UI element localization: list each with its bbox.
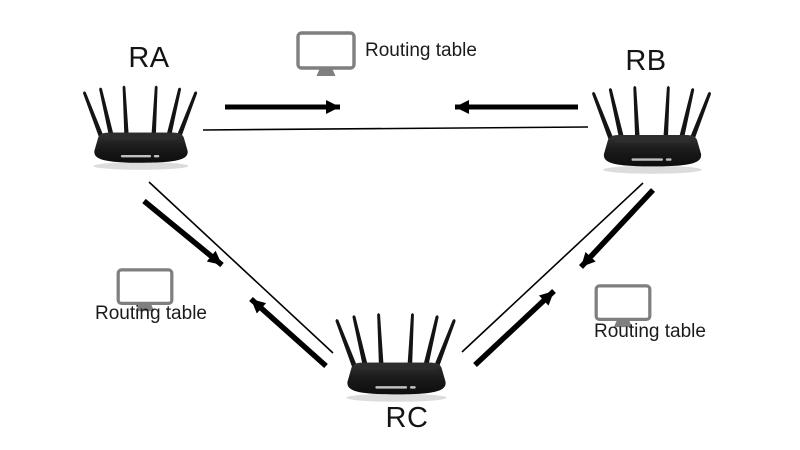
router-label-ra: RA [128, 42, 170, 74]
arrow-rb-to-rc [578, 188, 656, 269]
routing-table-label-left: Routing table [95, 303, 207, 324]
line-ra-rb [202, 126, 589, 131]
line-ra-rc [148, 181, 334, 354]
router-label-rc: RC [385, 402, 429, 434]
arrow-rc-to-ra [249, 296, 328, 369]
link-ra-rc [142, 181, 334, 369]
router-icon-ra [81, 85, 199, 170]
line-rb-rc [461, 182, 644, 353]
routing-table-label-right: Routing table [594, 321, 706, 342]
link-rb-rc [461, 182, 656, 368]
link-ra-rb [202, 100, 589, 131]
router-icon-rb [590, 85, 713, 174]
arrow-ra-to-rc [142, 198, 224, 268]
router-label-rb: RB [625, 45, 667, 77]
routing-table-label-top: Routing table [365, 40, 477, 61]
router-icon-rc [334, 313, 457, 402]
monitor-icon-top [296, 31, 356, 78]
arrow-rc-to-rb [473, 288, 556, 368]
